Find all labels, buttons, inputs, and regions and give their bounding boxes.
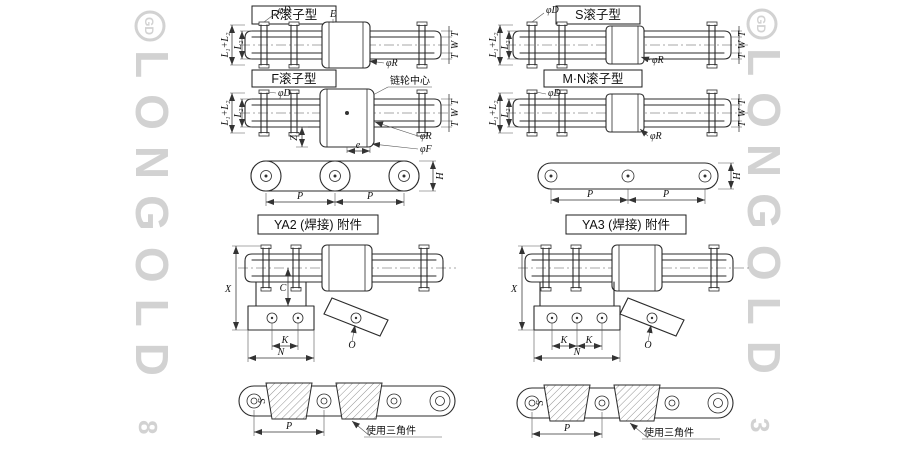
section-title: YA3 (焊接) 附件	[582, 217, 670, 232]
bottom-plan-ya2: S P 使用三角件	[238, 382, 456, 438]
dim-label: φR	[650, 131, 662, 142]
dim-label: P	[366, 191, 373, 202]
dim-label: O	[348, 340, 355, 351]
dim-label: L₁+L₂	[488, 32, 499, 58]
dim-label: T	[450, 120, 461, 127]
panel-title: R滚子型	[271, 7, 318, 22]
dim-label: X	[510, 284, 518, 295]
dim-label: P	[662, 189, 669, 200]
dim-label: T	[450, 52, 461, 59]
brand-logo-text: GD	[754, 15, 768, 33]
dim-label: X	[224, 284, 232, 295]
dim-label: H	[435, 172, 446, 181]
brand-logo-icon	[746, 8, 778, 40]
dim-label: φD	[546, 5, 560, 16]
dim-label: C	[280, 283, 287, 294]
panel-title: M·N滚子型	[562, 71, 623, 86]
dim-label: L₁+L₂	[488, 100, 499, 126]
watermark-right: GD LONGOLD 3	[738, 8, 790, 432]
title-box-r: R滚子型	[251, 5, 337, 25]
dim-label: W	[737, 107, 748, 117]
dim-label: L₂	[233, 40, 244, 51]
triangle-attachment-note: 使用三角件	[366, 424, 416, 437]
title-box-mn: M·N滚子型	[543, 69, 643, 88]
dim-label: K	[585, 335, 594, 346]
panel-roller-s: S滚子型 φD φR L₁+L₂ L₂ T W T	[488, 5, 748, 69]
dim-label: L₂	[500, 40, 511, 51]
watermark-fragment: 3	[745, 418, 775, 432]
dim-label: W	[737, 39, 748, 49]
dim-label: φD	[548, 88, 562, 99]
panel-title: F滚子型	[271, 71, 316, 86]
dim-label: P	[586, 189, 593, 200]
dim-label: N	[277, 347, 286, 358]
brand-logo-icon	[134, 10, 166, 42]
dim-label: P	[285, 421, 292, 432]
dim-label: T	[737, 52, 748, 59]
dim-label: T	[737, 98, 748, 105]
dim-label: φR	[652, 55, 664, 66]
dim-label: L₂	[500, 108, 511, 119]
plan-view-f: P P H	[250, 160, 446, 206]
dim-label: φD	[278, 88, 292, 99]
watermark-text: LONGOLD	[738, 48, 790, 390]
dim-label: W	[450, 39, 461, 49]
triangle-attachment-note: 使用三角件	[644, 426, 694, 439]
dim-label: K	[560, 335, 569, 346]
dim-label: φD	[278, 5, 292, 16]
dim-label: N	[573, 347, 582, 358]
title-box-f: F滚子型	[251, 69, 337, 88]
watermark-fragment: 8	[133, 420, 163, 434]
dim-label: E	[329, 9, 336, 20]
dim-label: S	[257, 399, 268, 404]
bottom-plan-ya3: S P 使用三角件	[516, 384, 734, 440]
dim-label: O	[644, 340, 651, 351]
title-box-s: S滚子型	[555, 5, 641, 25]
dim-label: φR	[386, 58, 398, 69]
watermark-left: GD LONGOLD 8	[126, 10, 178, 434]
dim-label: T	[737, 30, 748, 37]
dim-label: K	[281, 335, 290, 346]
dim-label: e	[356, 140, 361, 151]
dim-label: S	[535, 401, 546, 406]
title-box-ya3: YA3 (焊接) 附件	[565, 214, 687, 235]
watermark-text: LONGOLD	[126, 50, 178, 392]
dim-label: T	[450, 98, 461, 105]
dim-label: L₂	[233, 108, 244, 119]
panel-roller-r: R滚子型 φD E φR L₁+L₂ L₂ T W T	[220, 5, 461, 69]
brand-logo-text: GD	[142, 17, 156, 35]
section-title: YA2 (焊接) 附件	[274, 217, 362, 232]
plan-view-s: P P H	[537, 162, 743, 204]
dim-label: T	[450, 30, 461, 37]
dim-label: φF	[420, 144, 433, 155]
dim-label: T	[737, 120, 748, 127]
panel-roller-mn: M·N滚子型 φD φR L₁+L₂ L₂ T W T	[488, 69, 748, 142]
dim-label: Z	[289, 135, 300, 141]
sprocket-center-note: 链轮中心	[390, 74, 430, 87]
title-box-ya2: YA2 (焊接) 附件	[257, 214, 379, 235]
dim-label: L₁+L₂	[220, 32, 231, 58]
panel-roller-f: F滚子型 链轮中心 φD Z e φR φF L₁+L₂ L₂ T W T	[220, 69, 461, 155]
dim-label: L₁+L₂	[220, 100, 231, 126]
section-ya3: YA3 (焊接) 附件 X K K N O	[510, 214, 750, 362]
panel-title: S滚子型	[575, 7, 621, 22]
dim-label: P	[296, 191, 303, 202]
dim-label: H	[732, 172, 743, 181]
section-ya2: YA2 (焊接) 附件 C X K N O	[224, 214, 456, 362]
dim-label: W	[450, 107, 461, 117]
dim-label: φR	[420, 131, 432, 142]
dim-label: P	[563, 423, 570, 434]
